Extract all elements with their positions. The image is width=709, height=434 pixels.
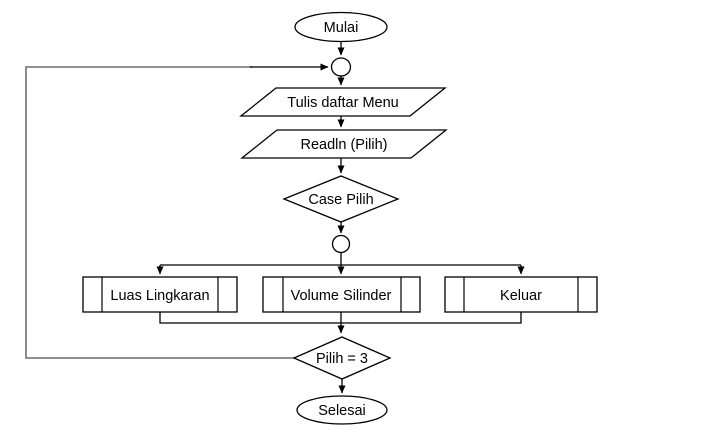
node-start: Mulai xyxy=(294,11,388,43)
process-luas-label: Luas Lingkaran xyxy=(110,288,209,304)
io-read-parallelogram xyxy=(240,129,448,159)
process-keluar-box xyxy=(444,276,598,313)
node-end: Selesai xyxy=(296,395,388,425)
node-decision-loop: Pilih = 3 xyxy=(292,336,392,380)
node-io-menu: Tulis daftar Menu xyxy=(239,87,447,117)
decision-loop-label: Pilih = 3 xyxy=(316,351,368,367)
io-menu-label: Tulis daftar Menu xyxy=(287,95,398,111)
flow-connectors xyxy=(25,42,525,394)
end-label: Selesai xyxy=(318,403,366,419)
process-volume-label: Volume Silinder xyxy=(291,288,392,304)
branch-line-left xyxy=(160,252,342,266)
junction-top-circle xyxy=(330,57,352,77)
node-decision-case: Case Pilih xyxy=(282,175,400,223)
end-terminator-shape xyxy=(296,395,388,425)
decision-loop-diamond xyxy=(292,336,392,380)
process-keluar-label: Keluar xyxy=(500,288,542,304)
node-process-volume: Volume Silinder xyxy=(262,276,421,313)
decision-case-label: Case Pilih xyxy=(308,192,373,208)
node-junction-branch xyxy=(331,234,351,254)
node-junction-top xyxy=(330,57,352,77)
start-label: Mulai xyxy=(324,20,359,36)
node-process-luas: Luas Lingkaran xyxy=(82,276,238,313)
io-read-label: Readln (Pilih) xyxy=(300,137,387,153)
node-process-keluar: Keluar xyxy=(444,276,598,313)
process-volume-box xyxy=(262,276,421,313)
node-io-read: Readln (Pilih) xyxy=(240,129,448,159)
decision-case-diamond xyxy=(282,175,400,223)
start-terminator-shape xyxy=(294,11,388,43)
loop-back-line xyxy=(25,66,294,359)
process-luas-box xyxy=(82,276,238,313)
junction-branch-circle xyxy=(331,234,351,254)
io-menu-parallelogram xyxy=(239,87,447,117)
